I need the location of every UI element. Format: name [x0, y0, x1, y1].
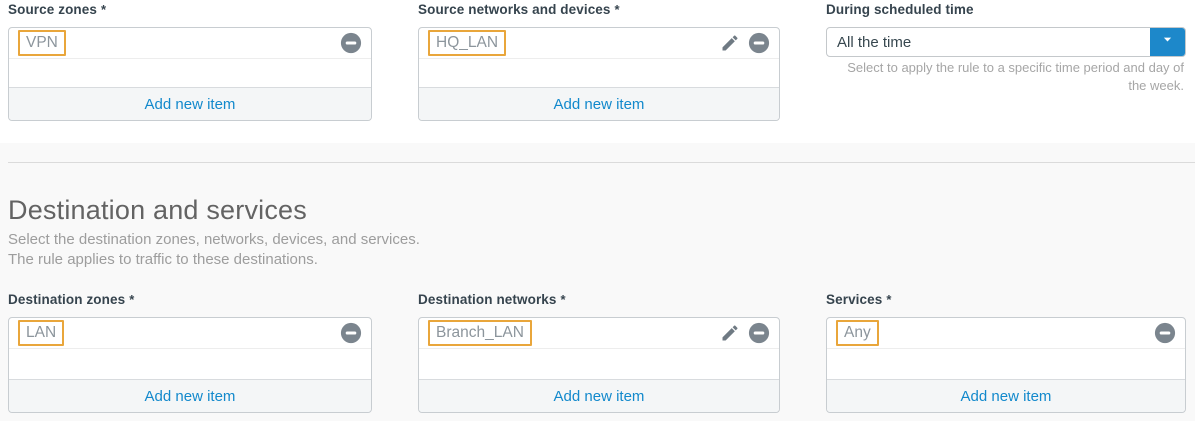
list-empty-area [419, 349, 779, 379]
schedule-help-text: Select to apply the rule to a specific t… [847, 60, 1184, 93]
schedule-label: During scheduled time [826, 2, 974, 17]
selected-item-tag: LAN [18, 319, 65, 347]
list-empty-area [9, 59, 371, 87]
remove-item-icon[interactable] [1154, 322, 1176, 344]
list-empty-area [827, 349, 1185, 379]
services-listbox: Any Add new item [826, 317, 1186, 413]
source-zones-label: Source zones* [8, 2, 106, 17]
section-divider [8, 162, 1195, 163]
remove-item-icon[interactable] [748, 32, 770, 54]
remove-item-icon[interactable] [340, 32, 362, 54]
source-networks-label-text: Source networks and devices [418, 2, 611, 17]
list-item: VPN [9, 28, 371, 59]
selected-item-tag: Any [836, 319, 879, 347]
remove-item-icon[interactable] [748, 322, 770, 344]
remove-item-icon[interactable] [340, 322, 362, 344]
source-networks-label: Source networks and devices* [418, 2, 620, 17]
chevron-down-icon [1160, 32, 1175, 52]
source-networks-listbox: HQ_LAN Add new item [418, 27, 780, 121]
list-empty-area [419, 59, 779, 87]
edit-item-icon[interactable] [719, 32, 741, 54]
required-asterisk: * [614, 2, 620, 17]
destination-networks-label-text: Destination networks [418, 292, 557, 307]
source-zones-listbox: VPN Add new item [8, 27, 372, 121]
selected-item-tag: Branch_LAN [428, 319, 532, 347]
edit-item-icon[interactable] [719, 322, 741, 344]
list-item: LAN [9, 318, 371, 349]
destination-networks-listbox: Branch_LAN Add new item [418, 317, 780, 413]
list-item: Any [827, 318, 1185, 349]
selected-item-tag: HQ_LAN [428, 29, 507, 57]
list-empty-area [9, 349, 371, 379]
add-new-item-button[interactable]: Add new item [9, 87, 371, 120]
destination-section-title: Destination and services [8, 195, 307, 225]
destination-section-subtitle: Select the destination zones, networks, … [8, 230, 420, 270]
destination-networks-label: Destination networks* [418, 292, 566, 307]
add-new-item-button[interactable]: Add new item [419, 87, 779, 120]
subtitle-line-1: Select the destination zones, networks, … [8, 231, 420, 248]
services-label: Services* [826, 292, 892, 307]
add-new-item-button[interactable]: Add new item [419, 379, 779, 412]
source-section: Source zones* VPN Add new item Source ne… [0, 0, 1195, 143]
services-label-text: Services [826, 292, 883, 307]
add-new-item-button[interactable]: Add new item [827, 379, 1185, 412]
source-zones-label-text: Source zones [8, 2, 97, 17]
schedule-select-value: All the time [837, 33, 912, 51]
required-asterisk: * [560, 292, 566, 307]
list-item: Branch_LAN [419, 318, 779, 349]
add-new-item-button[interactable]: Add new item [9, 379, 371, 412]
required-asterisk: * [100, 2, 107, 17]
subtitle-line-2: The rule applies to traffic to these des… [8, 251, 318, 268]
required-asterisk: * [886, 292, 892, 307]
list-item: HQ_LAN [419, 28, 779, 59]
dropdown-button[interactable] [1150, 28, 1185, 56]
required-asterisk: * [129, 292, 135, 307]
destination-zones-listbox: LAN Add new item [8, 317, 372, 413]
schedule-select[interactable]: All the time [826, 27, 1186, 57]
selected-item-tag: VPN [18, 29, 66, 57]
destination-zones-label-text: Destination zones [8, 292, 126, 307]
destination-zones-label: Destination zones* [8, 292, 134, 307]
